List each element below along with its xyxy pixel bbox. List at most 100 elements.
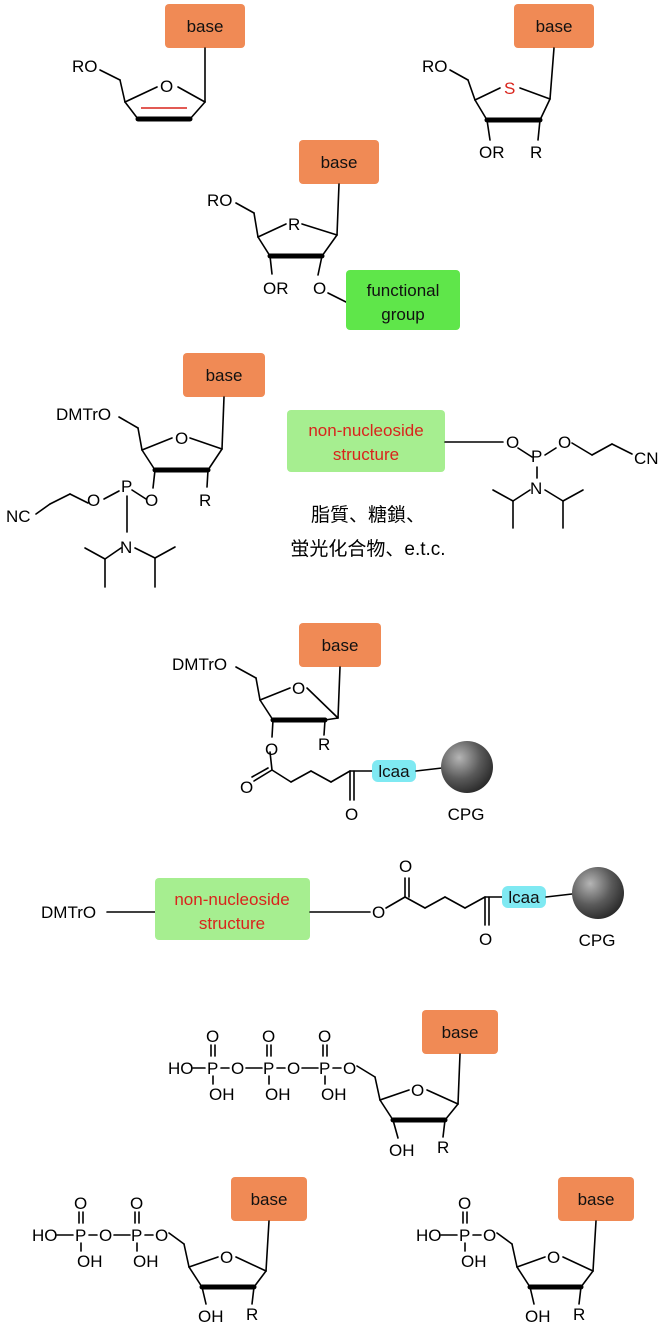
dmtro-label: DMTrO xyxy=(56,405,111,424)
base-label: base xyxy=(322,636,359,655)
base-box xyxy=(183,353,265,397)
phosphorus-label: P xyxy=(459,1226,470,1245)
or-label: OR xyxy=(263,279,289,298)
oxygen-label: O xyxy=(206,1027,219,1046)
oxygen-label: O xyxy=(313,279,326,298)
base-label: base xyxy=(321,153,358,172)
cpg-bead-icon xyxy=(441,741,493,793)
hydroxyl-label: OH xyxy=(133,1252,159,1271)
ester-oxygen: O xyxy=(372,903,385,922)
phosphorus-label: P xyxy=(531,447,542,466)
structure-thio-nucleoside: base RO S OR R xyxy=(422,4,594,162)
hydroxyl-3prime: OH xyxy=(389,1141,415,1160)
hydroxyl-label: OH xyxy=(265,1085,291,1104)
nitrogen-label: N xyxy=(120,538,132,557)
lcaa-label: lcaa xyxy=(508,888,540,907)
oxygen-3prime: O xyxy=(265,740,278,759)
hydroxyl-label: OH xyxy=(461,1252,487,1271)
non-nucleoside-box xyxy=(155,878,310,940)
hydroxyl-3prime: OH xyxy=(198,1307,224,1326)
lcaa-box xyxy=(372,760,416,782)
r-label: R xyxy=(530,143,542,162)
hydroxyl-label: OH xyxy=(209,1085,235,1104)
ring-oxygen: O xyxy=(411,1081,424,1100)
base-label: base xyxy=(578,1190,615,1209)
dmtro-label: DMTrO xyxy=(172,655,227,674)
base-box xyxy=(558,1177,634,1221)
hydroxyl-label: HO xyxy=(168,1059,194,1078)
oxygen-label: O xyxy=(130,1194,143,1213)
base-box xyxy=(299,623,381,667)
non-nucleoside-box xyxy=(287,410,445,472)
base-box xyxy=(231,1177,307,1221)
or-label: OR xyxy=(479,143,505,162)
carbonyl-oxygen: O xyxy=(479,930,492,949)
base-label: base xyxy=(187,17,224,36)
examples-caption-line2: 蛍光化合物、e.t.c. xyxy=(290,538,445,560)
cpg-label: CPG xyxy=(579,931,616,950)
base-label: base xyxy=(206,366,243,385)
ring-oxygen: O xyxy=(220,1248,233,1267)
cpg-bead-icon xyxy=(572,867,624,919)
base-label: base xyxy=(536,17,573,36)
structure-nucleoside-cpg: base DMTrO O O R O O lcaa CPG xyxy=(172,623,493,824)
hydroxyl-label: HO xyxy=(416,1226,442,1245)
nitrogen-label: N xyxy=(530,479,542,498)
functional-group-label-line2: group xyxy=(381,305,424,324)
carbonyl-oxygen: O xyxy=(345,805,358,824)
hydroxyl-label: OH xyxy=(77,1252,103,1271)
oxygen-label: O xyxy=(262,1027,275,1046)
structure-nucleoside-phosphoramidite: base DMTrO O O R P O NC N xyxy=(6,353,265,588)
functional-group-box xyxy=(346,270,460,330)
r-label: R xyxy=(573,1305,585,1324)
non-nucleoside-label-line1: non-nucleoside xyxy=(308,421,423,440)
oxygen-5prime: O xyxy=(483,1226,496,1245)
structure-didehydro-nucleoside: base RO O xyxy=(72,4,245,122)
oxygen-label: O xyxy=(458,1194,471,1213)
oxygen-label: O xyxy=(231,1059,244,1078)
non-nucleoside-label-line1: non-nucleoside xyxy=(174,890,289,909)
functional-group-label-line1: functional xyxy=(367,281,440,300)
oxygen-label: O xyxy=(87,491,100,510)
hydroxyl-label: OH xyxy=(321,1085,347,1104)
phosphorus-beta: P xyxy=(131,1226,142,1245)
nitrile-label: NC xyxy=(6,507,31,526)
base-box xyxy=(165,4,245,48)
base-box xyxy=(514,4,594,48)
non-nucleoside-label-line2: structure xyxy=(199,914,265,933)
ring-oxygen: O xyxy=(175,429,188,448)
oxygen-3prime: O xyxy=(145,491,158,510)
structure-non-nucleoside-cpg: DMTrO non-nucleoside structure O O O lca… xyxy=(41,857,624,950)
r-label: R xyxy=(437,1138,449,1157)
phosphorus-beta: P xyxy=(263,1059,274,1078)
phosphorus-alpha: P xyxy=(207,1059,218,1078)
phosphorus-gamma: P xyxy=(319,1059,330,1078)
oxygen-label: O xyxy=(506,433,519,452)
structure-nucleoside-diphosphate: base HO P O OH O P O OH O O OH R xyxy=(32,1177,307,1326)
ring-substituent-r: R xyxy=(288,215,300,234)
nitrile-label: CN xyxy=(634,449,659,468)
structure-nucleoside-monophosphate: base HO P O OH O O OH R xyxy=(416,1177,634,1326)
phosphorus-alpha: P xyxy=(75,1226,86,1245)
cpg-label: CPG xyxy=(448,805,485,824)
dmtro-label: DMTrO xyxy=(41,903,96,922)
examples-caption-line1: 脂質、糖鎖、 xyxy=(311,504,425,526)
carbonyl-oxygen: O xyxy=(399,857,412,876)
oxygen-label: O xyxy=(74,1194,87,1213)
base-label: base xyxy=(251,1190,288,1209)
oxygen-label: O xyxy=(287,1059,300,1078)
r-label: R xyxy=(318,735,330,754)
ring-oxygen: O xyxy=(547,1248,560,1267)
oxygen-5prime: O xyxy=(155,1226,168,1245)
lcaa-box xyxy=(502,886,546,908)
base-box xyxy=(422,1010,498,1054)
oxygen-5prime: O xyxy=(343,1059,356,1078)
ring-oxygen: O xyxy=(160,77,173,96)
oxygen-label: O xyxy=(318,1027,331,1046)
carbonyl-oxygen: O xyxy=(240,778,253,797)
hydroxyl-label: HO xyxy=(32,1226,58,1245)
oxygen-label: O xyxy=(99,1226,112,1245)
r-label: R xyxy=(199,491,211,510)
